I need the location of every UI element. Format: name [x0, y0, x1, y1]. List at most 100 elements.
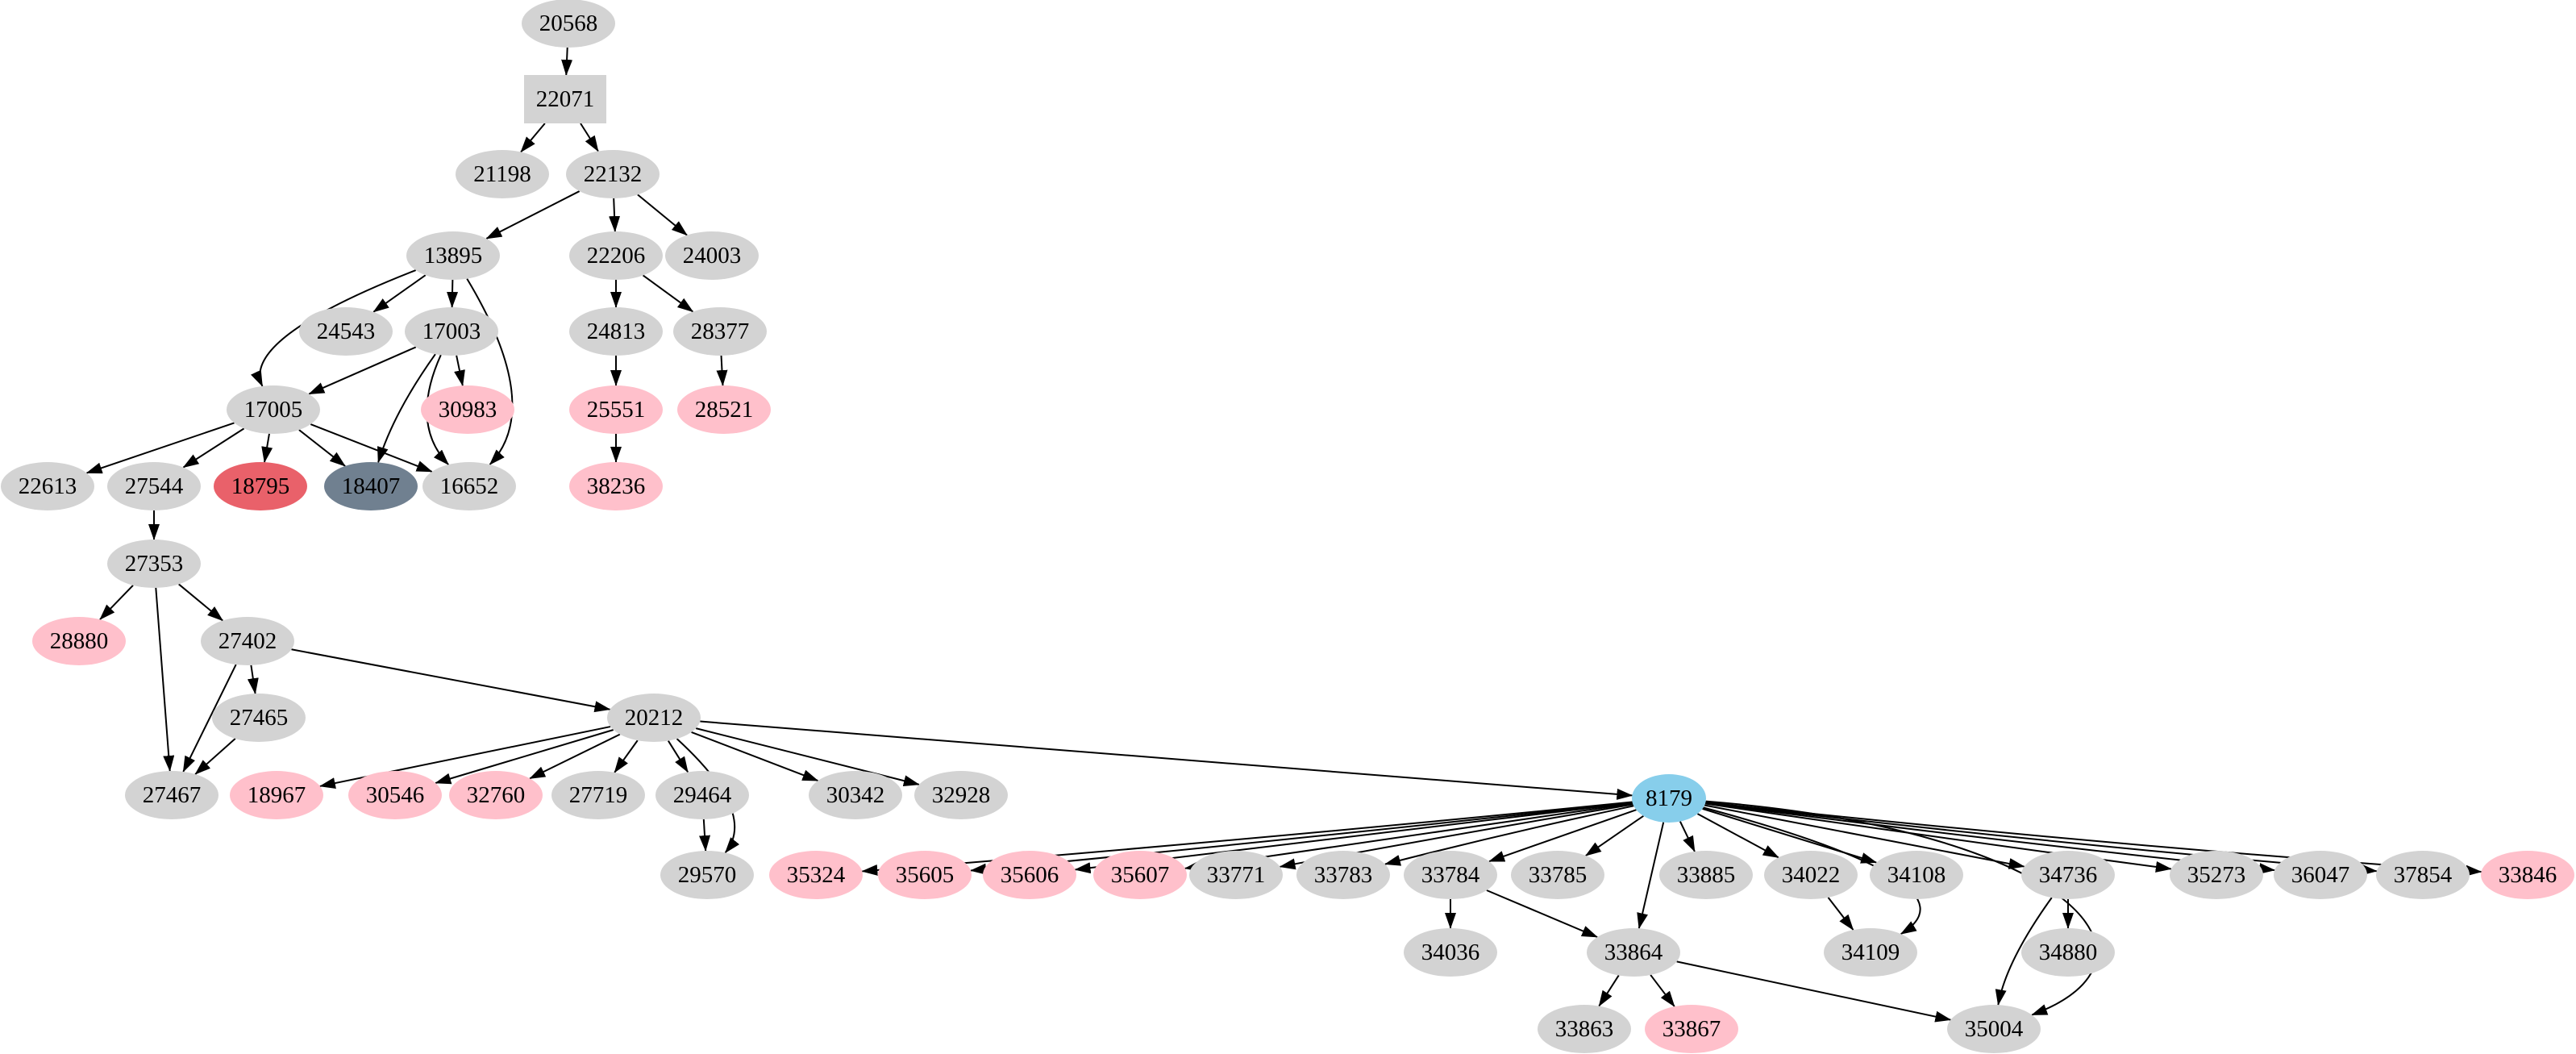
- node-24813: 24813: [569, 307, 663, 356]
- node-ellipse-shape: [1587, 928, 1680, 977]
- edge-33864-35004: [1676, 960, 1952, 1023]
- node-label-35004: 35004: [1965, 1016, 2024, 1042]
- node-label-30342: 30342: [826, 782, 885, 808]
- node-label-33846: 33846: [2499, 862, 2557, 888]
- node-22071: 22071: [524, 75, 606, 123]
- node-ellipse-shape: [1824, 928, 1917, 977]
- node-label-27467: 27467: [143, 782, 202, 808]
- node-32928: 32928: [914, 771, 1008, 819]
- node-ellipse-shape: [551, 771, 645, 819]
- edge-8179-33784: [1488, 809, 1637, 863]
- node-27719: 27719: [551, 771, 645, 819]
- node-ellipse-shape: [1093, 851, 1187, 899]
- node-ellipse-shape: [1632, 774, 1706, 823]
- node-ellipse-shape: [566, 150, 660, 198]
- node-22613: 22613: [1, 462, 94, 510]
- node-17005: 17005: [227, 385, 320, 434]
- node-33867: 33867: [1645, 1005, 1738, 1053]
- node-ellipse-shape: [983, 851, 1076, 899]
- node-24003: 24003: [665, 231, 759, 280]
- edge-17005-27544: [182, 427, 245, 469]
- edge-layer: [85, 47, 2482, 1023]
- node-ellipse-shape: [299, 307, 393, 356]
- edge-13895-17003: [447, 279, 459, 309]
- edge-33864-33863: [1598, 974, 1620, 1007]
- node-ellipse-shape: [2481, 851, 2574, 899]
- node-label-33864: 33864: [1604, 939, 1663, 965]
- node-ellipse-shape: [1659, 851, 1753, 899]
- edge-27353-28880: [99, 585, 134, 620]
- node-label-34036: 34036: [1421, 939, 1480, 965]
- node-label-18967: 18967: [248, 782, 306, 808]
- node-35324: 35324: [769, 851, 863, 899]
- edge-34022-34109: [1827, 897, 1854, 931]
- edge-28377-28521: [716, 355, 728, 387]
- node-ellipse-shape: [1538, 1005, 1631, 1053]
- node-25551: 25551: [569, 385, 663, 434]
- node-ellipse-shape: [1404, 851, 1497, 899]
- node-label-18795: 18795: [231, 473, 290, 499]
- node-27465: 27465: [212, 694, 306, 742]
- node-label-22132: 22132: [584, 161, 643, 187]
- node-ellipse-shape: [569, 385, 663, 434]
- node-ellipse-shape: [201, 617, 294, 665]
- node-label-32928: 32928: [932, 782, 991, 808]
- node-30342: 30342: [809, 771, 902, 819]
- edge-20212-29464: [667, 740, 689, 773]
- node-21198: 21198: [456, 150, 549, 198]
- node-34109: 34109: [1824, 928, 1917, 977]
- node-label-29570: 29570: [678, 862, 737, 888]
- edge-20212-30546: [435, 729, 614, 785]
- edge-27402-27467: [182, 664, 237, 773]
- node-35606: 35606: [983, 851, 1076, 899]
- edge-13895-17005: [251, 269, 417, 387]
- node-ellipse-shape: [212, 694, 306, 742]
- node-label-20212: 20212: [625, 705, 684, 731]
- node-33885: 33885: [1659, 851, 1753, 899]
- edge-27402-20212: [291, 648, 611, 713]
- node-label-35607: 35607: [1111, 862, 1170, 888]
- node-ellipse-shape: [406, 231, 500, 280]
- node-20212: 20212: [607, 694, 701, 742]
- node-ellipse-shape: [809, 771, 902, 819]
- node-label-27719: 27719: [569, 782, 628, 808]
- node-ellipse-shape: [421, 385, 514, 434]
- node-ellipse-shape: [405, 307, 498, 356]
- node-label-22206: 22206: [587, 243, 646, 269]
- node-label-38236: 38236: [587, 473, 646, 499]
- node-18967: 18967: [230, 771, 323, 819]
- node-label-33771: 33771: [1207, 862, 1266, 888]
- edge-8179-35004: [1705, 800, 2098, 1016]
- node-20568: 20568: [522, 0, 615, 48]
- edge-27353-27402: [178, 583, 224, 622]
- node-27467: 27467: [125, 771, 218, 819]
- node-33863: 33863: [1538, 1005, 1631, 1053]
- node-ellipse-shape: [1764, 851, 1858, 899]
- node-label-22613: 22613: [19, 473, 77, 499]
- node-33771: 33771: [1189, 851, 1283, 899]
- node-ellipse-shape: [324, 462, 418, 510]
- edge-29464-29570: [699, 819, 711, 852]
- node-label-35606: 35606: [1001, 862, 1059, 888]
- node-ellipse-shape: [655, 771, 749, 819]
- node-ellipse-shape: [569, 307, 663, 356]
- edge-34736-35004: [1995, 897, 2053, 1006]
- node-label-24543: 24543: [317, 319, 376, 344]
- edge-13895-16652: [466, 278, 514, 465]
- node-ellipse-shape: [227, 385, 320, 434]
- edge-27402-27465: [247, 664, 259, 695]
- node-label-35605: 35605: [896, 862, 955, 888]
- node-ellipse-shape: [1645, 1005, 1738, 1053]
- node-ellipse-shape: [1189, 851, 1283, 899]
- node-label-27353: 27353: [125, 551, 184, 577]
- edge-22071-21198: [520, 123, 546, 153]
- node-ellipse-shape: [914, 771, 1008, 819]
- edge-17003-30983: [454, 355, 465, 387]
- node-33783: 33783: [1296, 851, 1390, 899]
- node-label-33867: 33867: [1663, 1016, 1721, 1042]
- node-34036: 34036: [1404, 928, 1497, 977]
- node-34736: 34736: [2021, 851, 2115, 899]
- node-label-13895: 13895: [424, 243, 483, 269]
